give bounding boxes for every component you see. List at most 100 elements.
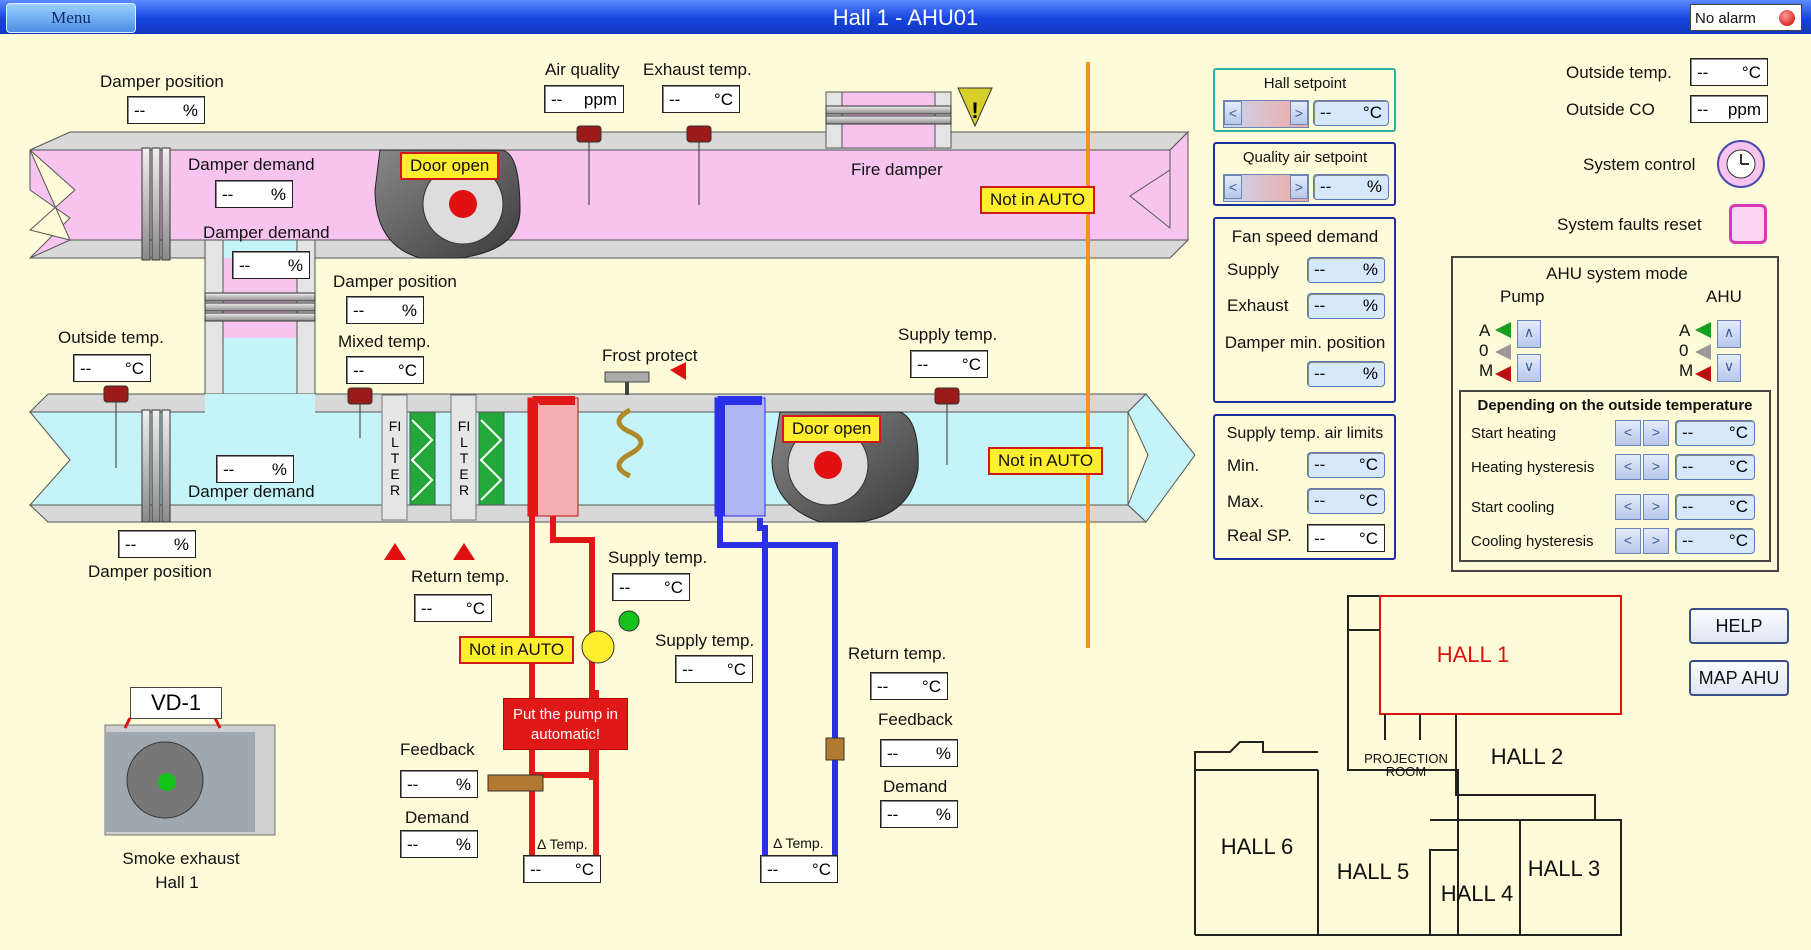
- filter-1-label: FILTER: [388, 418, 402, 498]
- hall-setpoint-field[interactable]: --°C: [1313, 100, 1389, 126]
- heating-delta-temp-field: --°C: [523, 855, 601, 883]
- heating-hysteresis-increase-button[interactable]: >: [1643, 454, 1669, 480]
- supply-min-label: Min.: [1227, 456, 1260, 475]
- damper-min-field[interactable]: --%: [1307, 361, 1385, 387]
- supply-damper-position-field: --%: [118, 530, 196, 558]
- filter-1-alarm-icon: [384, 543, 406, 560]
- bypass-damper-position-field: --%: [346, 296, 424, 324]
- hall-setpoint-decrease-button[interactable]: <: [1224, 101, 1242, 125]
- hall-setpoint-slider[interactable]: < >: [1223, 100, 1309, 128]
- page-title: Hall 1 - AHU01: [832, 5, 979, 30]
- bypass-damper-position-label: Damper position: [333, 272, 457, 291]
- cooling-hysteresis-decrease-button[interactable]: <: [1615, 528, 1641, 554]
- map-hall-1[interactable]: HALL 1: [1436, 642, 1510, 667]
- pump-mode-up-button[interactable]: ∧: [1517, 320, 1541, 348]
- map-hall-2[interactable]: HALL 2: [1490, 744, 1564, 769]
- quality-setpoint-slider[interactable]: < >: [1223, 174, 1309, 202]
- exhaust-duct-bottom: [29, 239, 1190, 259]
- fan-supply-field[interactable]: --%: [1307, 257, 1385, 283]
- smoke-exhaust-icon: [104, 717, 276, 836]
- supply-real-field: --°C: [1307, 524, 1385, 552]
- heating-not-in-auto-tag[interactable]: Not in AUTO: [459, 636, 575, 664]
- cooling-hysteresis-field[interactable]: --°C: [1675, 528, 1755, 554]
- system-control-clock-icon[interactable]: [1717, 140, 1765, 188]
- exhaust-damper-position-field: --%: [127, 96, 205, 124]
- hall-setpoint-increase-button[interactable]: >: [1290, 101, 1308, 125]
- supply-not-in-auto-tag[interactable]: Not in AUTO: [988, 447, 1104, 475]
- heating-supply-temp-field: --°C: [612, 573, 690, 601]
- start-heating-increase-button[interactable]: >: [1643, 420, 1669, 446]
- fan-exhaust-field[interactable]: --%: [1307, 293, 1385, 319]
- cooling-hysteresis-increase-button[interactable]: >: [1643, 528, 1669, 554]
- ahu-mode-a: A: [1679, 321, 1691, 340]
- map-hall-5[interactable]: HALL 5: [1336, 859, 1410, 884]
- quality-setpoint-decrease-button[interactable]: <: [1224, 175, 1242, 199]
- exhaust-damper-demand-field[interactable]: --%: [215, 180, 293, 208]
- ahu-mode-down-button[interactable]: ∨: [1717, 354, 1741, 382]
- cooling-coil-icon: [714, 396, 766, 517]
- smoke-exhaust-hall-label: Hall 1: [155, 873, 199, 892]
- svg-text:!: !: [971, 98, 978, 123]
- start-cooling-field[interactable]: --°C: [1675, 494, 1755, 520]
- exhaust-not-in-auto-tag[interactable]: Not in AUTO: [980, 186, 1096, 214]
- outside-damper: [141, 409, 171, 523]
- exhaust-damper: [141, 147, 171, 261]
- hall-setpoint-panel: Hall setpoint < > --°C: [1213, 68, 1396, 132]
- heating-hysteresis-field[interactable]: --°C: [1675, 454, 1755, 480]
- quality-setpoint-field[interactable]: --%: [1313, 174, 1389, 200]
- map-hall-6[interactable]: HALL 6: [1220, 834, 1294, 859]
- system-outside-temp-field: --°C: [1690, 58, 1768, 86]
- pump-auto-message: Put the pump in automatic!: [503, 698, 628, 750]
- pump-mode-down-button[interactable]: ∨: [1517, 354, 1541, 382]
- outside-temp-dependency-panel: Depending on the outside temperature Sta…: [1459, 390, 1771, 562]
- map-hall-4[interactable]: HALL 4: [1440, 881, 1514, 906]
- exhaust-damper-position-label: Damper position: [100, 72, 224, 91]
- system-outside-temp-label: Outside temp.: [1566, 63, 1672, 82]
- title-bar: Menu Hall 1 - AHU01 No alarm: [0, 0, 1811, 34]
- start-cooling-decrease-button[interactable]: <: [1615, 494, 1641, 520]
- alarm-indicator[interactable]: No alarm: [1690, 4, 1802, 31]
- map-hall-3[interactable]: HALL 3: [1527, 856, 1601, 881]
- heating-delta-temp-label: Δ Temp.: [537, 836, 588, 852]
- ahu-mode-up-button[interactable]: ∧: [1717, 320, 1741, 348]
- quality-setpoint-increase-button[interactable]: >: [1290, 175, 1308, 199]
- map-ahu-button[interactable]: MAP AHU: [1689, 660, 1789, 696]
- heating-demand-field[interactable]: --%: [400, 830, 478, 858]
- help-button[interactable]: HELP: [1689, 608, 1789, 644]
- outside-co-field: --ppm: [1690, 95, 1768, 123]
- system-control-label: System control: [1583, 155, 1696, 174]
- menu-button[interactable]: Menu: [6, 3, 136, 33]
- start-cooling-increase-button[interactable]: >: [1643, 494, 1669, 520]
- cooling-feedback-field: --%: [880, 739, 958, 767]
- fan-speed-title: Fan speed demand: [1231, 227, 1379, 246]
- start-heating-decrease-button[interactable]: <: [1615, 420, 1641, 446]
- heating-feedback-label: Feedback: [400, 740, 475, 759]
- duct-outside-temp-field: --°C: [73, 354, 151, 382]
- faults-reset-button[interactable]: [1729, 204, 1767, 244]
- sensor-probes: [103, 125, 960, 468]
- supply-limits-panel: Supply temp. air limits Min. --°C Max. -…: [1213, 414, 1396, 560]
- bypass-damper: [204, 292, 316, 322]
- map-projection-room-label: ROOM: [1385, 764, 1427, 779]
- ahu-system-mode-panel: AHU system mode Pump AHU A 0 M ∧ ∨ A 0 M…: [1451, 256, 1779, 572]
- quality-setpoint-panel: Quality air setpoint < > --%: [1213, 142, 1396, 206]
- fan-speed-panel: Fan speed demand Supply --% Exhaust --% …: [1213, 217, 1396, 403]
- start-heating-field[interactable]: --°C: [1675, 420, 1755, 446]
- cooling-demand-field[interactable]: --%: [880, 800, 958, 828]
- heating-feedback-field: --%: [400, 770, 478, 798]
- smoke-exhaust-label: Smoke exhaust: [122, 849, 240, 868]
- ahu-mode-label: AHU: [1706, 287, 1742, 306]
- supply-max-field[interactable]: --°C: [1307, 488, 1385, 514]
- heating-hysteresis-decrease-button[interactable]: <: [1615, 454, 1641, 480]
- supply-damper-demand-field[interactable]: --%: [216, 455, 294, 483]
- smoke-exhaust-id[interactable]: VD-1: [130, 687, 222, 719]
- bypass-damper-demand-label: Damper demand: [203, 223, 330, 242]
- supply-real-label: Real SP.: [1227, 526, 1292, 545]
- bypass-damper-demand-field[interactable]: --%: [232, 251, 310, 279]
- air-quality-label: Air quality: [545, 60, 620, 79]
- supply-min-field[interactable]: --°C: [1307, 452, 1385, 478]
- air-quality-field: --ppm: [544, 85, 624, 113]
- pump-mode-a: A: [1479, 321, 1491, 340]
- alarm-text: No alarm: [1695, 10, 1756, 27]
- cooling-supply-temp-label: Supply temp.: [655, 631, 755, 650]
